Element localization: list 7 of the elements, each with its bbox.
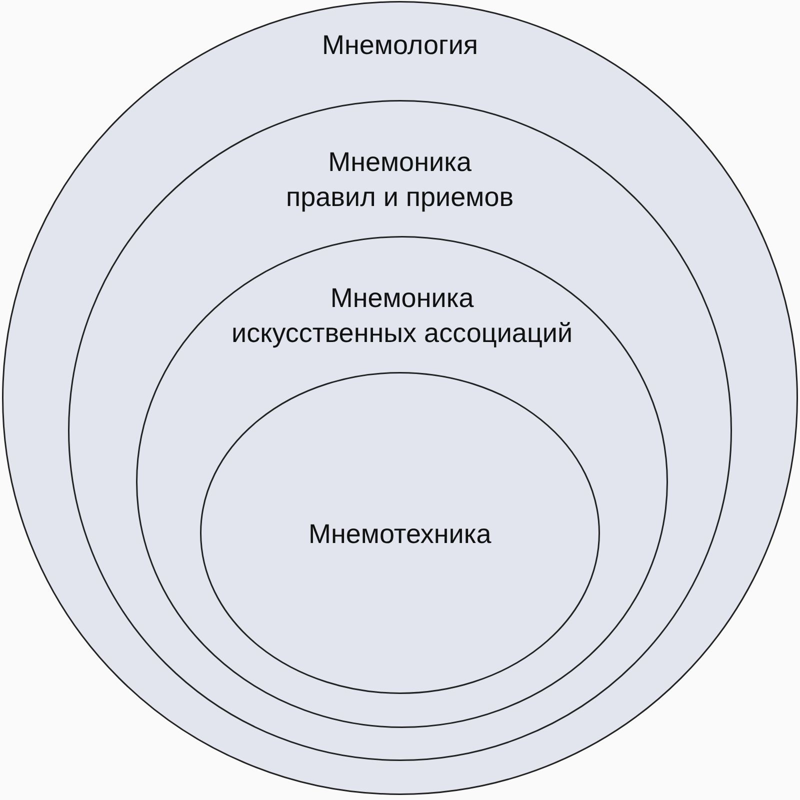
inner-circle xyxy=(136,236,668,728)
circle-label: Мнемоника искусственных ассоциаций xyxy=(232,282,573,350)
circle-label: Мнемотехника xyxy=(308,518,492,551)
core-ellipse xyxy=(200,372,600,694)
middle-circle xyxy=(68,100,732,761)
circle-label: Мнемология xyxy=(322,29,478,62)
circle-label: Мнемоника правил и приемов xyxy=(286,146,514,214)
